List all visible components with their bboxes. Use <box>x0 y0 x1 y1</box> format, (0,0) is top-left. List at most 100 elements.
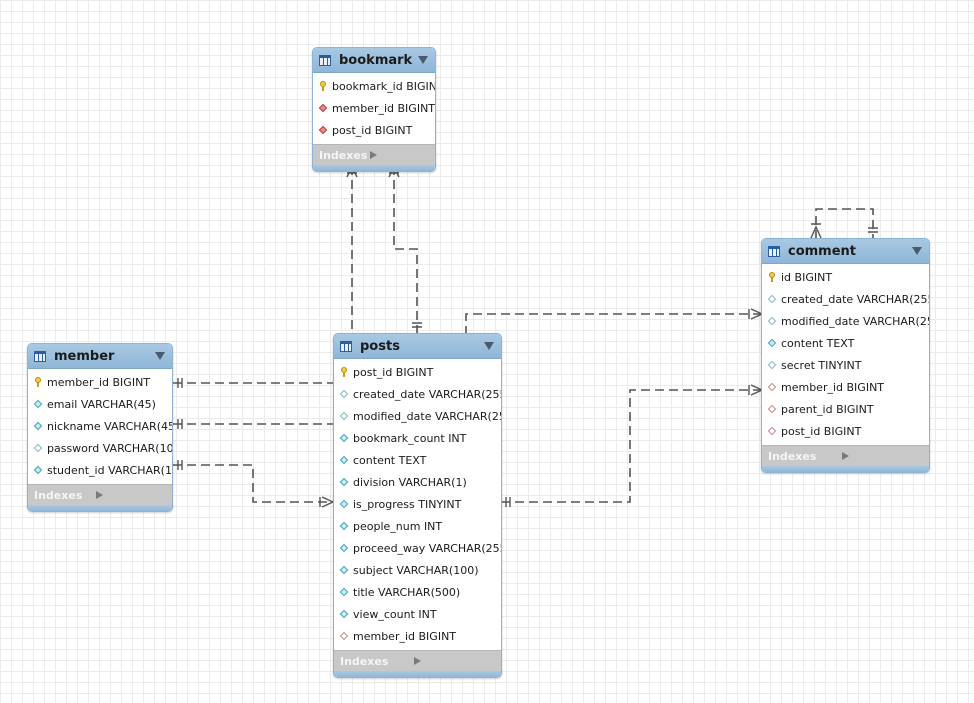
indexes-section[interactable]: Indexes <box>28 484 172 505</box>
column-row[interactable]: subject VARCHAR(100) <box>334 559 501 581</box>
column-row[interactable]: member_id BIGINT <box>313 97 435 119</box>
collapse-arrow-icon[interactable] <box>418 56 428 64</box>
table-footer <box>762 466 929 472</box>
collapse-arrow-icon[interactable] <box>155 352 165 360</box>
indexes-label: Indexes <box>340 654 389 668</box>
indexes-section[interactable]: Indexes <box>762 445 929 466</box>
expand-arrow-icon[interactable] <box>413 657 495 665</box>
column-row[interactable]: secret TINYINT <box>762 354 929 376</box>
column-label: division VARCHAR(1) <box>353 475 467 489</box>
table-title: comment <box>788 243 857 259</box>
column-row[interactable]: view_count INT <box>334 603 501 625</box>
column-row[interactable]: post_id BIGINT <box>762 420 929 442</box>
collapse-arrow-icon[interactable] <box>912 247 922 255</box>
table-header[interactable]: member <box>28 344 172 369</box>
expand-arrow-icon[interactable] <box>841 452 923 460</box>
nullable-column-icon <box>33 443 42 454</box>
primary-key-icon <box>33 377 42 388</box>
column-row[interactable]: id BIGINT <box>762 266 929 288</box>
column-row[interactable]: parent_id BIGINT <box>762 398 929 420</box>
column-icon <box>33 399 42 410</box>
table-icon <box>340 340 352 352</box>
nullable-foreign-key-icon <box>767 426 776 437</box>
column-icon <box>33 421 42 432</box>
foreign-key-icon <box>318 103 327 114</box>
column-label: title VARCHAR(500) <box>353 585 461 599</box>
nullable-column-icon <box>767 360 776 371</box>
column-label: password VARCHAR(100) <box>47 441 173 455</box>
expand-arrow-icon[interactable] <box>96 491 165 499</box>
column-label: nickname VARCHAR(45) <box>47 419 173 433</box>
column-row[interactable]: post_id BIGINT <box>313 119 435 141</box>
indexes-section[interactable]: Indexes <box>313 144 435 165</box>
table-footer <box>313 165 435 171</box>
column-row[interactable]: nickname VARCHAR(45) <box>28 415 172 437</box>
table-footer <box>28 505 172 511</box>
column-row[interactable]: created_date VARCHAR(255) <box>762 288 929 310</box>
column-list: member_id BIGINT email VARCHAR(45) nickn… <box>28 369 172 484</box>
column-label: id BIGINT <box>781 270 833 284</box>
nullable-column-icon <box>767 294 776 305</box>
column-row[interactable]: is_progress TINYINT <box>334 493 501 515</box>
foreign-key-icon <box>318 125 327 136</box>
collapse-arrow-icon[interactable] <box>484 342 494 350</box>
column-row[interactable]: email VARCHAR(45) <box>28 393 172 415</box>
column-row[interactable]: content TEXT <box>762 332 929 354</box>
column-row[interactable]: created_date VARCHAR(255) <box>334 383 501 405</box>
crowfoot-comment-self <box>810 223 822 239</box>
column-label: bookmark_count INT <box>353 431 467 445</box>
bar-posts-top <box>412 322 422 328</box>
column-list: bookmark_id BIGINT member_id BIGINT post… <box>313 73 435 144</box>
column-row[interactable]: division VARCHAR(1) <box>334 471 501 493</box>
column-row[interactable]: student_id VARCHAR(10) <box>28 459 172 481</box>
bar-member-2 <box>177 419 183 429</box>
nullable-foreign-key-icon <box>767 382 776 393</box>
table-posts[interactable]: posts post_id BIGINT created_date VARCHA… <box>333 333 502 678</box>
column-row[interactable]: content TEXT <box>334 449 501 471</box>
column-row[interactable]: member_id BIGINT <box>334 625 501 647</box>
nullable-foreign-key-icon <box>767 404 776 415</box>
column-icon <box>339 565 348 576</box>
column-row[interactable]: post_id BIGINT <box>334 361 501 383</box>
table-member[interactable]: member member_id BIGINT email VARCHAR(45… <box>27 343 173 512</box>
expand-arrow-icon[interactable] <box>370 151 428 159</box>
column-icon <box>339 455 348 466</box>
table-footer <box>334 671 501 677</box>
table-header[interactable]: bookmark <box>313 48 435 73</box>
bar-member-1 <box>177 378 183 388</box>
column-row[interactable]: proceed_way VARCHAR(255) <box>334 537 501 559</box>
bar-member-3 <box>177 460 183 470</box>
table-bookmark[interactable]: bookmark bookmark_id BIGINT member_id BI… <box>312 47 436 172</box>
bar-comment-self <box>868 227 878 233</box>
connector-comment-self <box>815 208 874 239</box>
column-row[interactable]: title VARCHAR(500) <box>334 581 501 603</box>
table-comment[interactable]: comment id BIGINT created_date VARCHAR(2… <box>761 238 930 473</box>
column-label: secret TINYINT <box>781 358 862 372</box>
table-title: member <box>54 348 115 364</box>
column-label: modified_date VARCHAR(255) <box>353 409 502 423</box>
column-row[interactable]: member_id BIGINT <box>28 371 172 393</box>
column-label: parent_id BIGINT <box>781 402 874 416</box>
column-label: content TEXT <box>353 453 427 467</box>
column-row[interactable]: password VARCHAR(100) <box>28 437 172 459</box>
indexes-label: Indexes <box>319 148 368 162</box>
indexes-section[interactable]: Indexes <box>334 650 501 671</box>
table-icon <box>768 245 780 257</box>
column-row[interactable]: modified_date VARCHAR(255) <box>762 310 929 332</box>
table-icon <box>319 54 331 66</box>
column-list: id BIGINT created_date VARCHAR(255) modi… <box>762 264 929 445</box>
table-title: bookmark <box>339 52 413 68</box>
column-row[interactable]: member_id BIGINT <box>762 376 929 398</box>
column-label: subject VARCHAR(100) <box>353 563 479 577</box>
column-row[interactable]: people_num INT <box>334 515 501 537</box>
table-header[interactable]: comment <box>762 239 929 264</box>
nullable-foreign-key-icon <box>339 631 348 642</box>
column-row[interactable]: bookmark_count INT <box>334 427 501 449</box>
column-label: created_date VARCHAR(255) <box>353 387 502 401</box>
table-header[interactable]: posts <box>334 334 501 359</box>
column-row[interactable]: bookmark_id BIGINT <box>313 75 435 97</box>
column-icon <box>339 587 348 598</box>
connector-posts-comment-2 <box>501 389 762 503</box>
column-icon <box>339 477 348 488</box>
column-row[interactable]: modified_date VARCHAR(255) <box>334 405 501 427</box>
